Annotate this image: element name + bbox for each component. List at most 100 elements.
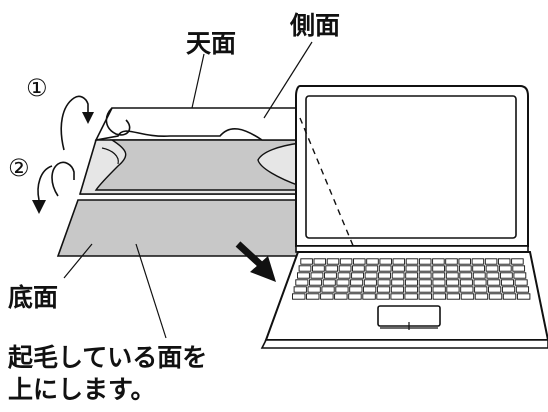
step-1-label: ① <box>26 74 48 102</box>
keyboard-key <box>376 293 390 300</box>
keyboard-key <box>486 272 500 279</box>
keyboard-key <box>418 265 432 272</box>
keyboard-key <box>404 279 418 286</box>
keyboard-key <box>325 265 339 272</box>
keyboard-key <box>498 265 512 272</box>
keyboard-key <box>446 286 460 293</box>
keyboard-key <box>432 265 445 272</box>
keyboard-key <box>391 272 405 279</box>
keyboard-key <box>365 265 379 272</box>
keyboard-key <box>377 279 391 286</box>
keyboard-key <box>418 272 432 279</box>
keyboard-key <box>363 286 377 293</box>
keyboard-key <box>379 258 392 265</box>
keyboard-key <box>404 286 418 293</box>
keyboard-key <box>298 265 312 272</box>
cloth <box>56 107 301 257</box>
keyboard-key <box>405 265 419 272</box>
step-2-label: ② <box>8 154 30 182</box>
keyboard-key <box>334 293 348 300</box>
side-face-label: 側面 <box>289 11 340 40</box>
keyboard-key <box>391 279 405 286</box>
keyboard-key <box>474 293 489 300</box>
keyboard-key <box>351 272 364 279</box>
keyboard-key <box>405 258 419 265</box>
laptop <box>260 85 548 349</box>
keyboard-key <box>445 258 458 265</box>
keyboard-key <box>458 258 471 265</box>
keyboard-key <box>336 279 350 286</box>
keyboard-key <box>472 272 486 279</box>
keyboard-key <box>405 272 419 279</box>
keyboard-key <box>349 286 363 293</box>
keyboard-key <box>501 286 516 293</box>
keyboard-key <box>366 258 379 265</box>
bottom-face-label: 底面 <box>8 283 58 312</box>
keyboard-key <box>363 279 377 286</box>
keyboard-key <box>339 258 353 265</box>
keyboard-key <box>432 272 446 279</box>
keyboard-key <box>432 258 445 265</box>
cloth-bottom-face <box>56 199 301 257</box>
instruction-line-1: 起毛している面を <box>8 343 207 372</box>
keyboard-key <box>322 279 336 286</box>
keyboard-key <box>497 258 511 265</box>
keyboard-key <box>300 258 313 265</box>
keyboard-key <box>404 293 418 300</box>
keyboard-key <box>458 265 472 272</box>
keyboard-key <box>513 272 527 279</box>
keyboard-key <box>499 272 513 279</box>
dashed-guide <box>299 117 355 249</box>
fold-arrow-2 <box>32 161 75 214</box>
keyboard-key <box>337 272 351 279</box>
keyboard-key <box>485 265 499 272</box>
laptop-screen <box>305 95 517 239</box>
keyboard-key <box>297 272 310 279</box>
keyboard-key <box>459 272 473 279</box>
keyboard-key <box>418 286 432 293</box>
keyboard-key <box>378 265 392 272</box>
keyboard-key <box>418 258 432 265</box>
keyboard-key <box>292 293 306 300</box>
keyboard-key <box>445 265 459 272</box>
keyboard-key <box>321 286 335 293</box>
keyboard-key <box>392 265 405 272</box>
keyboard-key <box>324 272 337 279</box>
keyboard-key <box>459 279 473 286</box>
keyboard-key <box>378 272 391 279</box>
keyboard-key <box>514 279 528 286</box>
keyboard-key <box>392 258 406 265</box>
keyboard-key <box>446 293 461 300</box>
keyboard-key <box>295 279 309 286</box>
keyboard-key <box>353 258 366 265</box>
keyboard-key <box>350 279 364 286</box>
keyboard-key <box>432 293 447 300</box>
keyboard-key <box>487 279 501 286</box>
keyboard-key <box>309 279 323 286</box>
keyboard-key <box>472 265 485 272</box>
cloth-top-face <box>94 107 301 142</box>
keyboard-key <box>312 265 325 272</box>
keyboard-key <box>306 293 320 300</box>
keyboard-key <box>471 258 485 265</box>
keyboard-key <box>500 279 514 286</box>
keyboard-key <box>515 286 530 293</box>
keyboard-key <box>460 286 474 293</box>
keyboard-key <box>338 265 352 272</box>
keyboard-key <box>516 293 531 300</box>
keyboard-key <box>432 286 446 293</box>
keyboard-key <box>474 286 488 293</box>
keyboard-key <box>320 293 334 300</box>
keyboard-key <box>362 293 376 300</box>
keyboard-key <box>326 258 340 265</box>
keyboard-key <box>352 265 365 272</box>
keyboard-key <box>446 279 460 286</box>
keyboard-key <box>432 279 446 286</box>
top-face-label: 天面 <box>186 29 236 58</box>
keyboard-key <box>307 286 321 293</box>
keyboard-key <box>512 265 526 272</box>
keyboard-key <box>511 258 524 265</box>
keyboard-key <box>376 286 391 293</box>
keyboard-key <box>293 286 307 293</box>
